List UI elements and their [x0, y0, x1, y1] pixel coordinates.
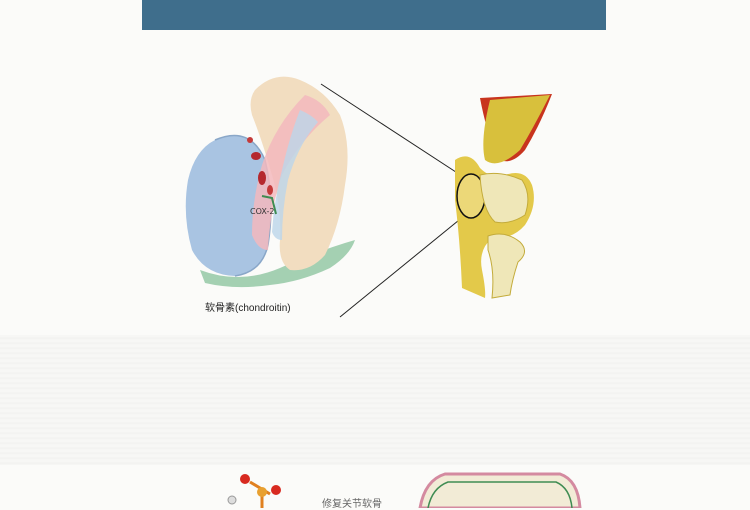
cox-2-label: COX-2 [250, 207, 275, 216]
top-banner [142, 0, 606, 30]
connector-line-bottom [339, 215, 465, 318]
connector-line-top [320, 83, 463, 177]
cartilage-illustration [185, 76, 355, 288]
molecule-illustration [227, 474, 281, 508]
cartilage-repair-illustration [418, 472, 582, 508]
cartilage-repair-heading: 修复关节软骨 [322, 499, 382, 510]
background-band [0, 335, 750, 465]
knee-joint-illustration [455, 94, 552, 299]
chondroitin-caption: 软骨素(chondroitin) [205, 303, 291, 314]
